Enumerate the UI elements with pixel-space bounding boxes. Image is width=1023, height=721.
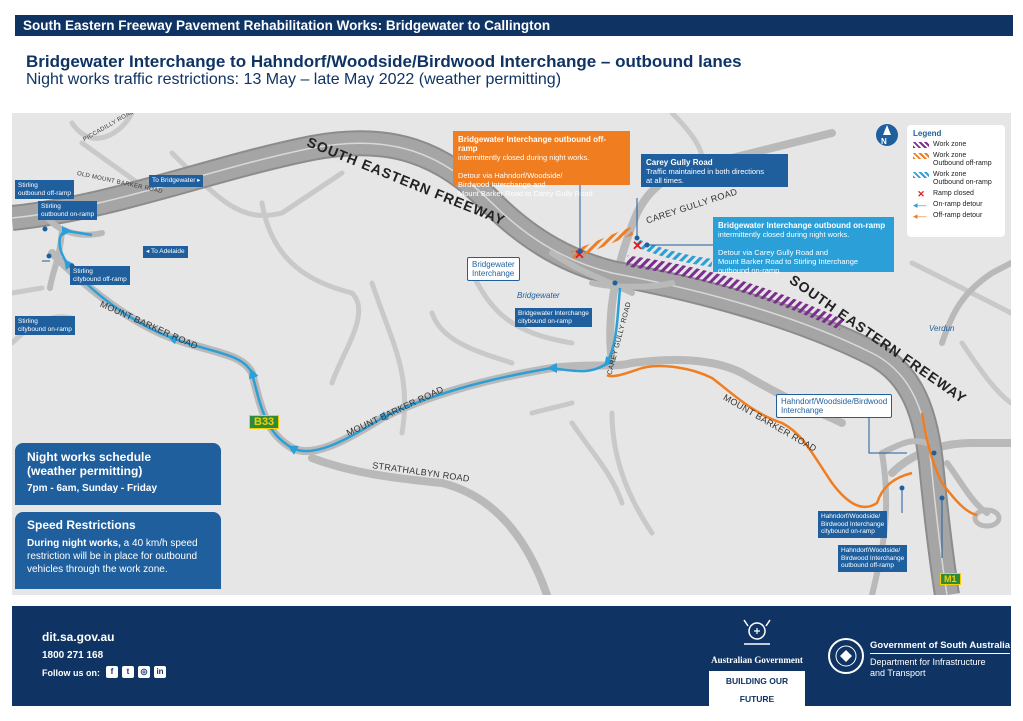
australian-government-logo: Australian Government BUILDING OUR FUTUR… [707, 618, 807, 709]
facebook-icon[interactable]: f [106, 666, 118, 678]
legend-item-offramp-zone: Work zone Outbound off-ramp [913, 152, 999, 168]
direction-tag-to-adelaide: ◂ To Adelaide [143, 246, 188, 258]
callout-carey-body: Traffic maintained in both directions at… [646, 167, 764, 185]
route-shield-m1: M1 [940, 573, 961, 585]
ramp-tag-bridgewater-citybound-on: Bridgewater Interchange citybound on-ram… [515, 308, 592, 327]
legend-item-work-zone: Work zone [913, 141, 999, 149]
interchange-tag-hahndorf: Hahndorf/Woodside/Birdwood Interchange [776, 394, 893, 418]
legend-item-offramp-detour: ◂— Off-ramp detour [913, 211, 999, 221]
place-label-bridgewater: Bridgewater [517, 291, 560, 300]
ramp-tag-stirling-citybound-on: Stirling citybound on-ramp [15, 316, 75, 335]
page-title: Bridgewater Interchange to Hahndorf/Wood… [26, 52, 742, 71]
work-zone [626, 255, 845, 331]
callout-onramp-body: intermittently closed during night works… [718, 230, 859, 275]
legend-label: Work zone Outbound on-ramp [933, 171, 992, 186]
legend-label: Work zone [933, 141, 967, 148]
instagram-icon[interactable]: ◎ [138, 666, 150, 678]
legend-label: Ramp closed [933, 190, 974, 197]
twitter-icon[interactable]: t [122, 666, 134, 678]
callout-offramp-body: intermittently closed during night works… [458, 153, 595, 198]
ramp-tag-stirling-citybound-off: Stirling citybound off-ramp [70, 266, 130, 285]
purple-hatch-swatch [913, 142, 929, 148]
legend-title: Legend [913, 129, 942, 138]
header-bar: South Eastern Freeway Pavement Rehabilit… [15, 15, 1013, 36]
australian-government-text: Australian Government [711, 655, 803, 665]
map-area: ✕ ✕ [12, 113, 1011, 595]
blue-hatch-swatch [913, 172, 929, 178]
building-our-future-badge: BUILDING OUR FUTURE [709, 671, 805, 709]
ramp-closed-icon: ✕ [632, 238, 643, 253]
legend-item-onramp-zone: Work zone Outbound on-ramp [913, 171, 999, 187]
legend-item-ramp-closed: ✕ Ramp closed [913, 189, 999, 199]
page-subtitle: Night works traffic restrictions: 13 May… [26, 71, 562, 88]
callout-onramp-title: Bridgewater Interchange outbound on-ramp [718, 221, 886, 230]
follow-label: Follow us on: [42, 668, 100, 678]
speed-panel: Speed Restrictions During night works, a… [15, 512, 221, 589]
callout-offramp: Bridgewater Interchange outbound off-ram… [453, 131, 630, 198]
orange-hatch-swatch [913, 153, 929, 159]
map-legend: Legend Work zone Work zone Outbound off-… [907, 125, 1005, 237]
legend-label: Off-ramp detour [933, 212, 983, 219]
callout-carey-gully: Carey Gully Road Traffic maintained in b… [641, 154, 788, 187]
schedule-panel: Night works schedule (weather permitting… [15, 443, 221, 505]
speed-title: Speed Restrictions [27, 518, 136, 532]
off-ramp-detour [606, 364, 978, 517]
coat-of-arms-icon [743, 619, 771, 645]
ramp-tag-hahndorf-outbound-off: Hahndorf/Woodside/ Birdwood Interchange … [838, 545, 908, 572]
speed-text-body: a 40 km/h speed restriction will be in p… [27, 538, 198, 575]
sa-government-crest-icon [828, 638, 864, 674]
sa-government-text: Government of South Australia Department… [870, 640, 1011, 679]
legend-label: On-ramp detour [933, 201, 983, 208]
orange-arrow-icon: ◂— [913, 211, 927, 221]
speed-text: During night works, a 40 km/h speed rest… [27, 537, 209, 576]
on-ramp-detour [58, 226, 622, 455]
interchange-tag-bridgewater: Bridgewater Interchange [467, 257, 520, 281]
direction-tag-to-bridgewater: To Bridgewater ▸ [149, 175, 204, 187]
ramp-tag-stirling-outbound-off: Stirling outbound off-ramp [15, 180, 74, 199]
ramp-tag-hahndorf-citybound-on: Hahndorf/Woodside/ Birdwood Interchange … [818, 511, 888, 538]
place-label-verdun: Verdun [929, 324, 955, 333]
work-zone-onramp [635, 239, 713, 267]
speed-text-bold: During night works, [27, 538, 121, 549]
schedule-times: 7pm - 6am, Sunday - Friday [27, 483, 158, 494]
callout-onramp: Bridgewater Interchange outbound on-ramp… [713, 217, 894, 275]
footer: dit.sa.gov.au 1800 271 168 Follow us on:… [12, 606, 1011, 709]
callout-carey-title: Carey Gully Road [646, 158, 713, 167]
red-x-icon: ✕ [917, 189, 925, 199]
website-link[interactable]: dit.sa.gov.au [42, 630, 115, 644]
legend-item-onramp-detour: ◂— On-ramp detour [913, 200, 999, 210]
schedule-title: Night works schedule (weather permitting… [27, 450, 152, 478]
north-arrow-icon [876, 124, 898, 146]
ramp-tag-stirling-outbound-on: Stirling outbound on-ramp [38, 201, 98, 220]
phone-number: 1800 271 168 [42, 650, 104, 661]
sa-government-name: Government of South Australia [870, 640, 1011, 654]
sa-department-name: Department for Infrastructure and Transp… [870, 657, 986, 678]
north-label: N [881, 137, 887, 146]
legend-label: Work zone Outbound off-ramp [933, 152, 992, 167]
route-shield-b33: B33 [249, 415, 280, 429]
linkedin-icon[interactable]: in [154, 666, 166, 678]
callout-leaders [42, 185, 943, 558]
callout-offramp-title: Bridgewater Interchange outbound off-ram… [458, 135, 606, 153]
blue-arrow-icon: ◂— [913, 200, 927, 210]
